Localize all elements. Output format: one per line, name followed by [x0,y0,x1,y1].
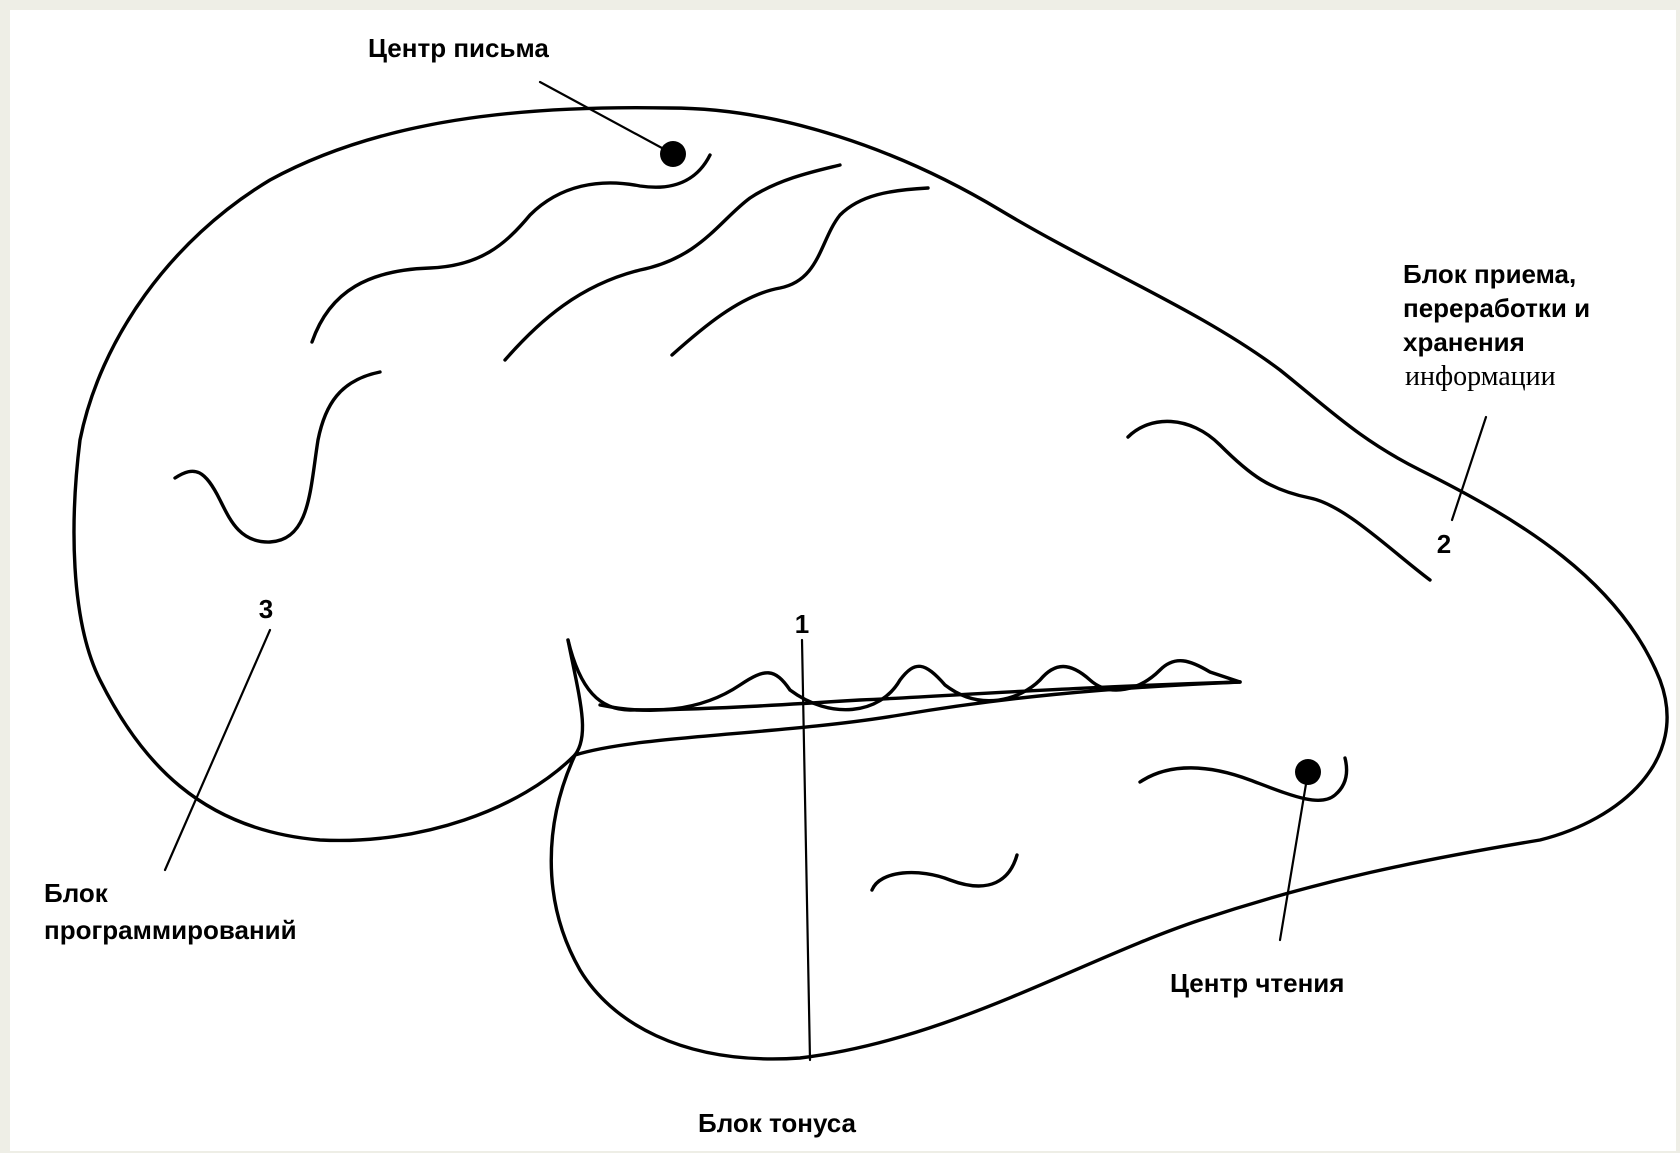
reception-block-line-4: информации [1405,361,1556,392]
block-3-leader [165,630,270,870]
block-1-number: 1 [795,609,809,639]
brain-diagram: 3 1 2 Центр письма Блок приема, перерабо… [10,10,1676,1151]
block-2-leader [1452,417,1486,520]
parietal-sulcus [1128,421,1430,580]
frontal-sulcus-3 [672,188,928,355]
diagram-frame: 3 1 2 Центр письма Блок приема, перерабо… [10,10,1676,1151]
reception-block-line-2: переработки и [1403,293,1590,323]
tonus-block-label: Блок тонуса [698,1108,857,1138]
frontal-sulcus-4 [175,372,380,542]
reading-center-label: Центр чтения [1170,968,1344,998]
insula-lower-edge [568,640,583,755]
block-3-number: 3 [259,594,273,624]
programming-block-line-1: Блок [44,878,109,908]
reception-block-line-3: хранения [1403,327,1525,357]
writing-center-label: Центр письма [368,33,549,63]
frontal-sulcus-1 [312,155,710,342]
block-2-number: 2 [1437,529,1451,559]
programming-block-line-2: программирований [44,915,297,945]
writing-center-leader [540,82,673,154]
lateral-sulcus [575,682,1240,755]
temporal-sulcus-lower [872,855,1017,890]
reception-block-line-1: Блок приема, [1403,259,1576,289]
cerebrum-outline [74,108,1667,1059]
